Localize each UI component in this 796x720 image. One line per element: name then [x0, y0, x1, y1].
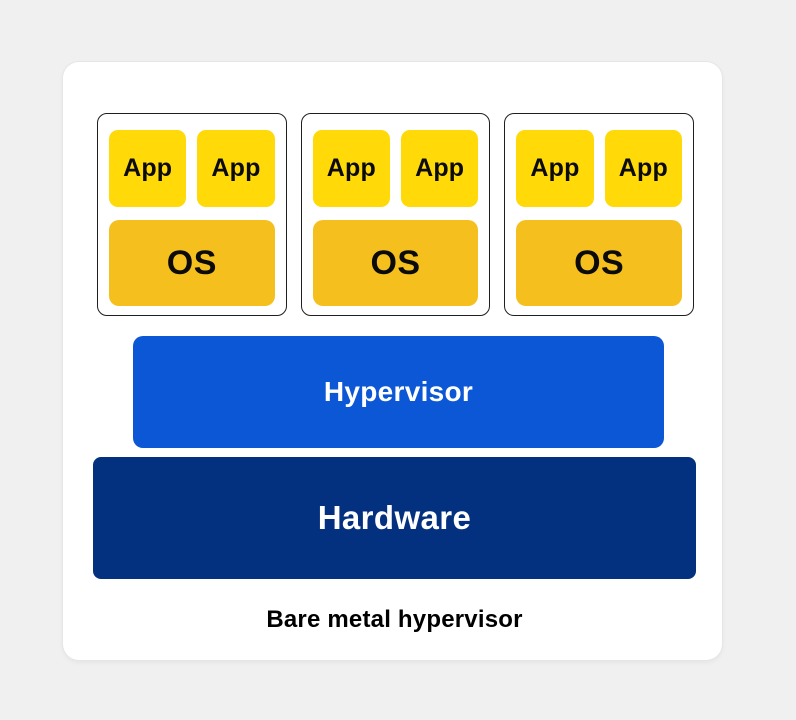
vm-3-app-box-1: App: [516, 130, 594, 207]
vm-group-1: App App OS: [97, 113, 287, 316]
vm-group-3: App App OS: [504, 113, 695, 316]
vm-3-os-box: OS: [516, 220, 683, 306]
vm-1-app-box-2: App: [197, 130, 275, 207]
vm-2-app-box-1: App: [312, 130, 391, 207]
vm-1-app-box-1: App: [109, 130, 187, 207]
vm-group-2: App App OS: [300, 113, 491, 316]
hardware-bar: Hardware: [93, 457, 696, 579]
vm-2-app-box-2: App: [401, 130, 479, 207]
vm-row: App App OS App App OS App App OS: [97, 113, 695, 316]
vm-2-app-row: App App: [312, 130, 479, 207]
diagram-card: App App OS App App OS App App OS: [63, 62, 722, 660]
vm-1-app-row: App App: [109, 130, 275, 207]
vm-2-os-box: OS: [312, 220, 479, 306]
diagram-caption: Bare metal hypervisor: [266, 606, 523, 633]
vm-3-app-row: App App: [516, 130, 683, 207]
hypervisor-bar: Hypervisor: [133, 336, 664, 448]
vm-3-app-box-2: App: [604, 130, 683, 207]
vm-1-os-box: OS: [109, 220, 275, 306]
